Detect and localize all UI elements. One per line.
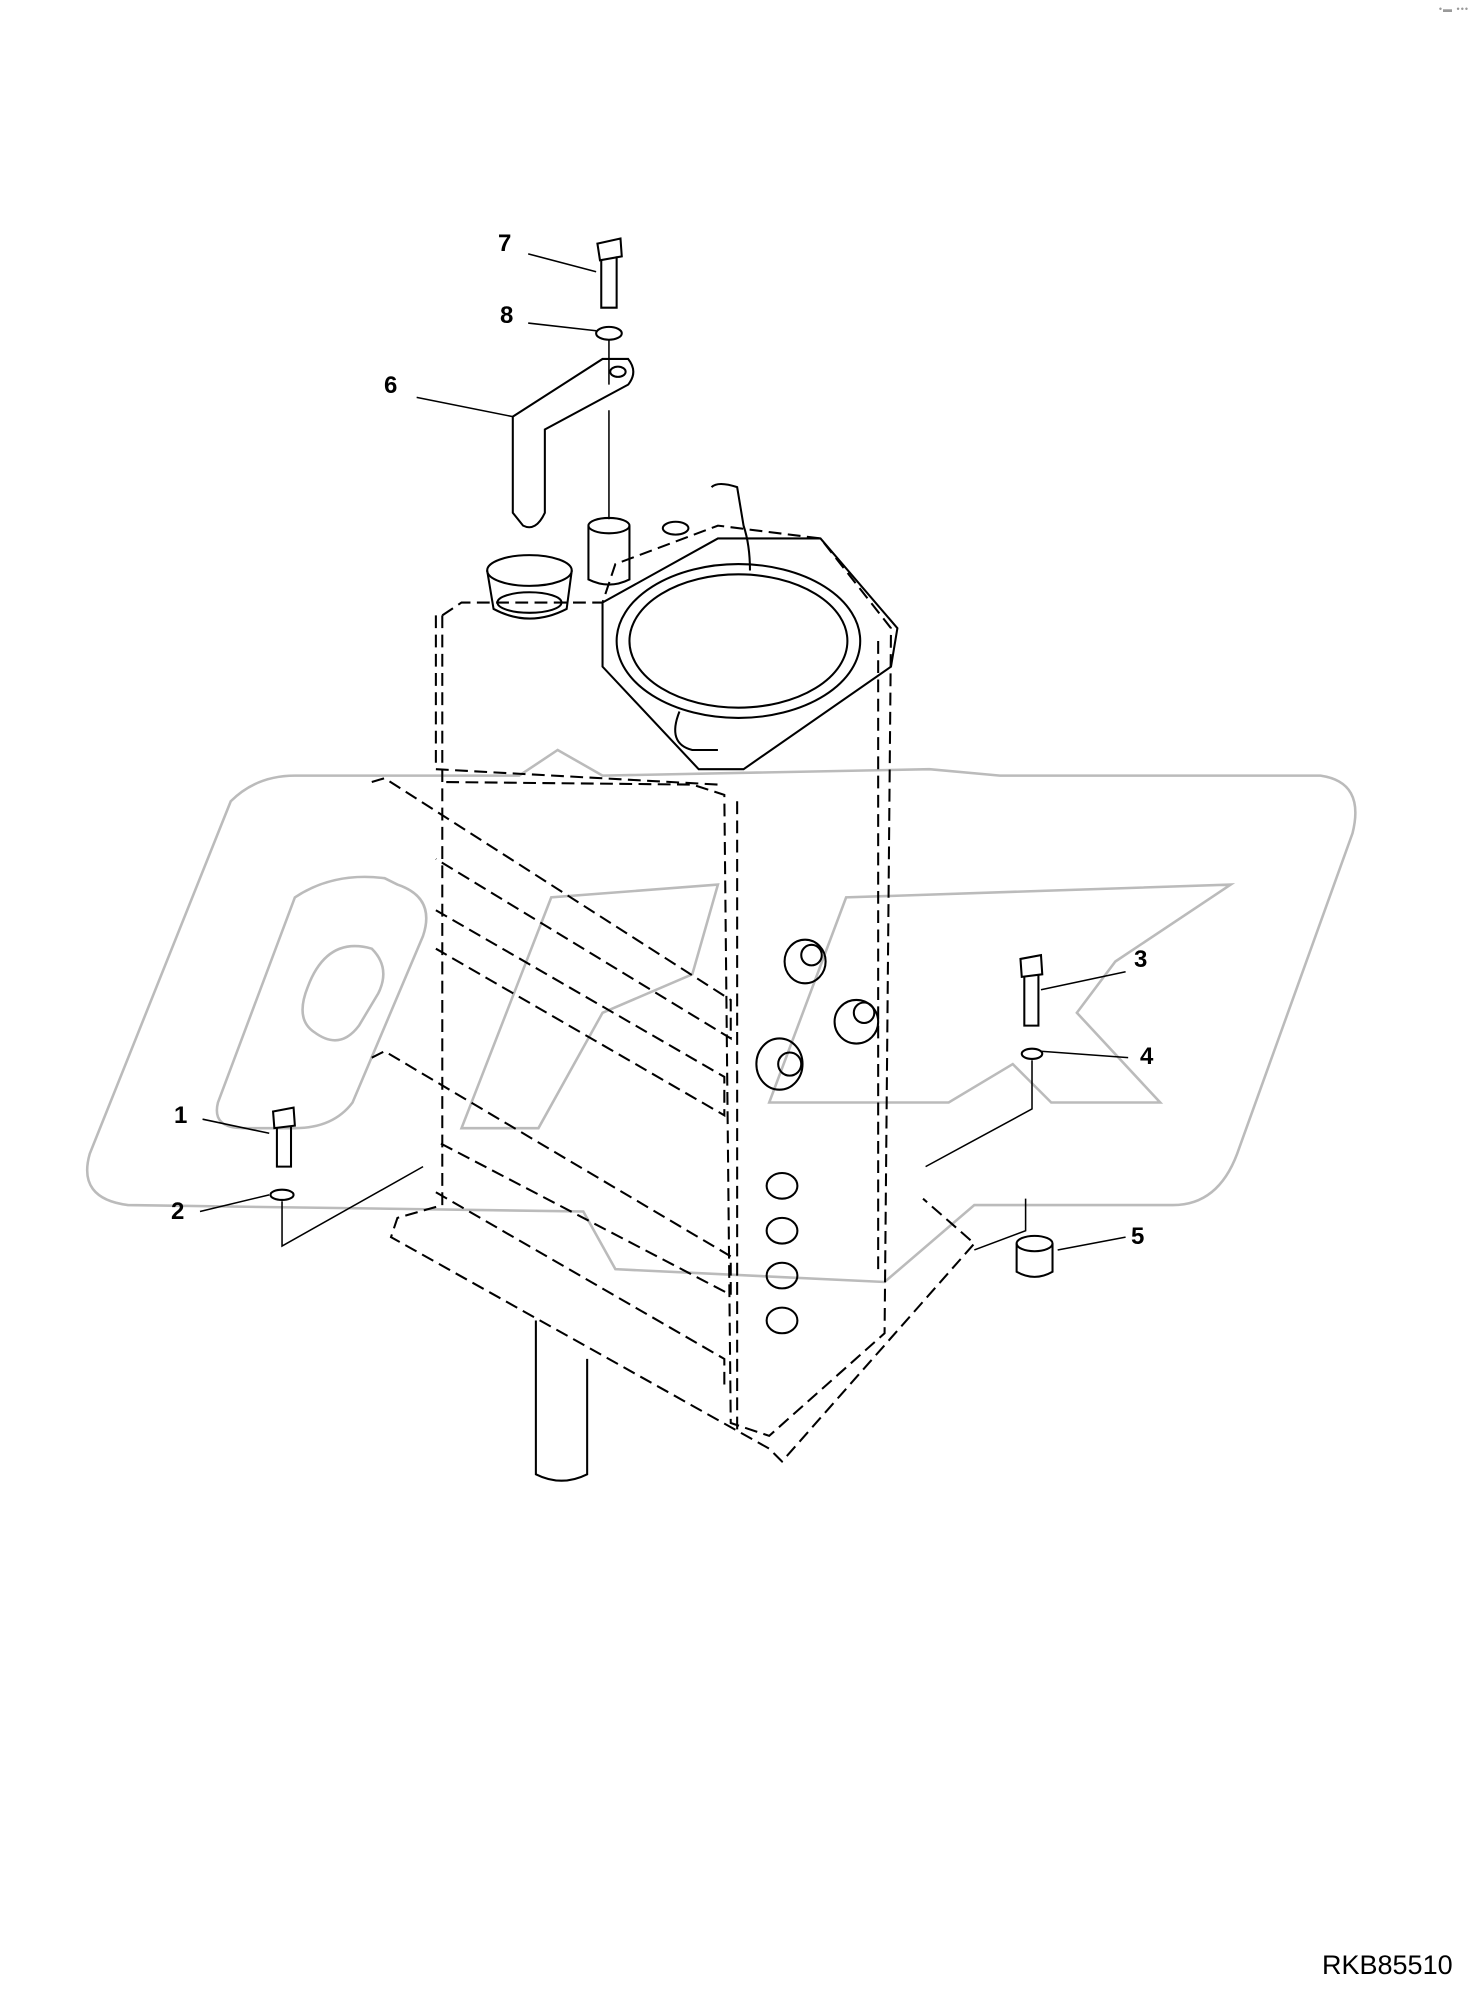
- side-ports: [755, 938, 880, 1335]
- callout-6: 6: [384, 372, 398, 399]
- filler-cap: [486, 554, 573, 620]
- callout-1: 1: [174, 1102, 188, 1129]
- suction-pipe: [534, 1320, 589, 1482]
- hydraulic-tank: [371, 524, 976, 1463]
- bracket-part-6: [511, 357, 635, 529]
- opex-watermark: [85, 748, 1357, 1284]
- corner-mark: •▬ •••: [1438, 4, 1469, 14]
- leader-lines: [199, 253, 1129, 1251]
- washer-part-2: [269, 1188, 295, 1201]
- callout-7: 7: [498, 230, 512, 257]
- assembly-lines: [281, 339, 1033, 1251]
- callout-3: 3: [1134, 946, 1148, 973]
- callout-4: 4: [1140, 1043, 1154, 1070]
- spacer-part-5: [1015, 1234, 1054, 1278]
- bolt-part-1: [271, 1106, 296, 1168]
- washer-part-4: [1020, 1047, 1044, 1060]
- tank-flange: [601, 482, 899, 771]
- callout-2: 2: [171, 1198, 185, 1225]
- bolt-part-7: [596, 237, 623, 309]
- washer-part-8: [595, 325, 623, 341]
- callout-5: 5: [1131, 1223, 1145, 1250]
- drawing-code: RKB85510: [1322, 1950, 1453, 1980]
- mounting-boss: [587, 516, 690, 586]
- callout-8: 8: [500, 302, 514, 329]
- bolt-part-3: [1019, 953, 1044, 1027]
